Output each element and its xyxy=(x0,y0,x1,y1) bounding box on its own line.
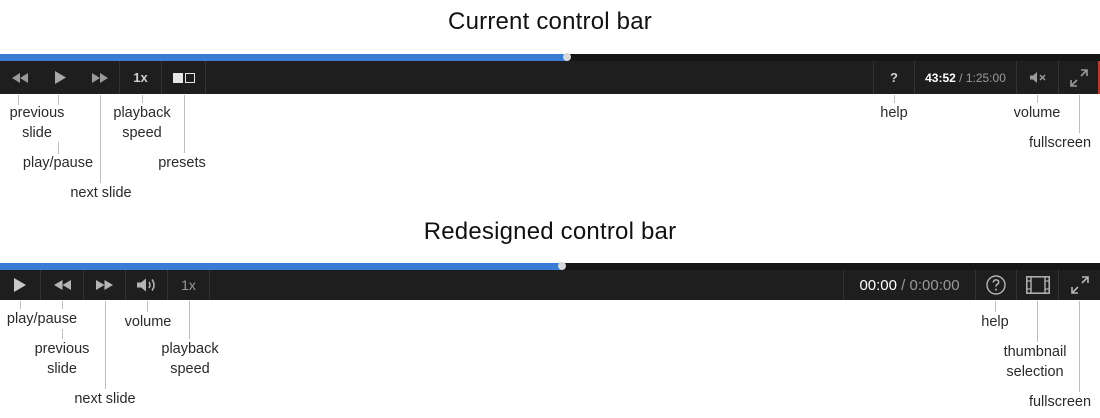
presets-icon xyxy=(172,72,195,83)
annotation-playback-speed: playback speed xyxy=(161,339,218,379)
annotation-line: slide xyxy=(22,125,52,141)
total-time: 0:00:00 xyxy=(909,276,960,294)
leader-line xyxy=(147,301,148,312)
leader-line xyxy=(1037,95,1038,103)
fast-forward-icon xyxy=(91,72,108,83)
fullscreen-icon xyxy=(1070,276,1089,294)
leader-line xyxy=(58,95,59,105)
leader-line xyxy=(18,95,19,105)
annotation-line: previous xyxy=(34,341,90,357)
annotation-line: previous xyxy=(9,105,65,121)
current-time: 43:52 xyxy=(925,70,956,85)
current-playback-speed-button[interactable]: 1x xyxy=(120,61,162,94)
redesigned-previous-slide-button[interactable] xyxy=(41,270,84,300)
redesigned-next-slide-button[interactable] xyxy=(84,270,126,300)
annotation-next-slide: next slide xyxy=(70,185,132,201)
current-control-bar: 1x ? 43:52 / 1:25:00 xyxy=(0,61,1100,94)
leader-line xyxy=(1079,301,1080,392)
total-time: 1:25:00 xyxy=(965,70,1006,85)
redesigned-progress-fill xyxy=(0,263,562,270)
volume-muted-icon xyxy=(1029,72,1045,83)
annotation-line: speed xyxy=(170,361,210,377)
annotation-line: playback xyxy=(113,105,171,121)
leader-line xyxy=(1079,95,1080,133)
leader-line xyxy=(189,301,190,339)
redesigned-playback-speed-button[interactable]: 1x xyxy=(168,270,210,300)
annotation-presets: presets xyxy=(158,155,206,171)
annotation-volume: volume xyxy=(1013,105,1061,121)
film-strip-icon xyxy=(1025,276,1050,294)
redesigned-progress-bar[interactable] xyxy=(0,262,1100,270)
leader-line xyxy=(58,142,59,154)
current-fullscreen-button[interactable] xyxy=(1058,61,1100,94)
redesigned-volume-button[interactable] xyxy=(126,270,168,300)
leader-line xyxy=(62,301,63,309)
current-volume-button[interactable] xyxy=(1016,61,1058,94)
leader-line xyxy=(995,301,996,312)
current-help-button[interactable]: ? xyxy=(873,61,914,94)
annotation-line: slide xyxy=(47,361,77,377)
annotation-volume: volume xyxy=(124,314,172,330)
redesigned-play-pause-button[interactable] xyxy=(0,270,41,300)
redesigned-progress-handle[interactable] xyxy=(558,262,566,270)
leader-line xyxy=(20,301,21,309)
annotation-playback-speed: playback speed xyxy=(113,103,170,143)
current-previous-slide-button[interactable] xyxy=(0,61,40,94)
annotation-line: thumbnail xyxy=(1003,344,1067,360)
annotation-fullscreen: fullscreen xyxy=(1028,135,1092,151)
annotation-play-pause: play/pause xyxy=(6,311,78,327)
time-separator: / xyxy=(955,70,966,85)
time-separator: / xyxy=(896,276,910,294)
redesigned-time-display: 00:00 / 0:00:00 xyxy=(843,270,975,300)
rewind-icon xyxy=(12,72,28,83)
current-time: 00:00 xyxy=(859,276,897,294)
annotation-play-pause: play/pause xyxy=(22,155,94,171)
current-time-display: 43:52 / 1:25:00 xyxy=(914,61,1016,94)
current-progress-handle[interactable] xyxy=(563,53,571,61)
fast-forward-icon xyxy=(96,280,113,290)
annotation-previous-slide: previous slide xyxy=(35,339,90,379)
redesigned-fullscreen-button[interactable] xyxy=(1058,270,1100,300)
annotation-previous-slide: previous slide xyxy=(10,103,65,143)
play-icon xyxy=(14,278,26,292)
current-progress-bar[interactable] xyxy=(0,53,1100,61)
current-progress-fill xyxy=(0,54,567,61)
annotation-line: playback xyxy=(161,341,219,357)
current-next-slide-button[interactable] xyxy=(80,61,120,94)
annotation-thumbnail-selection: thumbnail selection xyxy=(1004,342,1067,382)
leader-line xyxy=(62,329,63,339)
current-bar-title: Current control bar xyxy=(448,8,652,35)
annotation-help: help xyxy=(880,105,908,121)
fullscreen-icon xyxy=(1069,68,1088,87)
redesigned-help-button[interactable] xyxy=(975,270,1016,300)
redesigned-bar-title: Redesigned control bar xyxy=(423,218,677,245)
rewind-icon xyxy=(53,280,71,290)
leader-line xyxy=(1037,301,1038,342)
current-presets-button[interactable] xyxy=(162,61,206,94)
help-circle-icon xyxy=(986,275,1006,295)
leader-line xyxy=(142,95,143,103)
leader-line xyxy=(100,95,101,183)
volume-icon xyxy=(136,278,155,292)
annotation-help: help xyxy=(981,314,1009,330)
annotation-line: selection xyxy=(1006,364,1064,380)
leader-line xyxy=(184,95,185,153)
current-play-pause-button[interactable] xyxy=(40,61,80,94)
redesigned-thumbnail-selection-button[interactable] xyxy=(1016,270,1058,300)
leader-line xyxy=(105,301,106,389)
play-icon xyxy=(54,71,66,84)
annotation-next-slide: next slide xyxy=(74,391,136,407)
annotation-line: speed xyxy=(122,125,162,141)
annotation-fullscreen: fullscreen xyxy=(1028,394,1092,410)
leader-line xyxy=(894,95,895,103)
redesigned-control-bar: 1x 00:00 / 0:00:00 xyxy=(0,270,1100,300)
